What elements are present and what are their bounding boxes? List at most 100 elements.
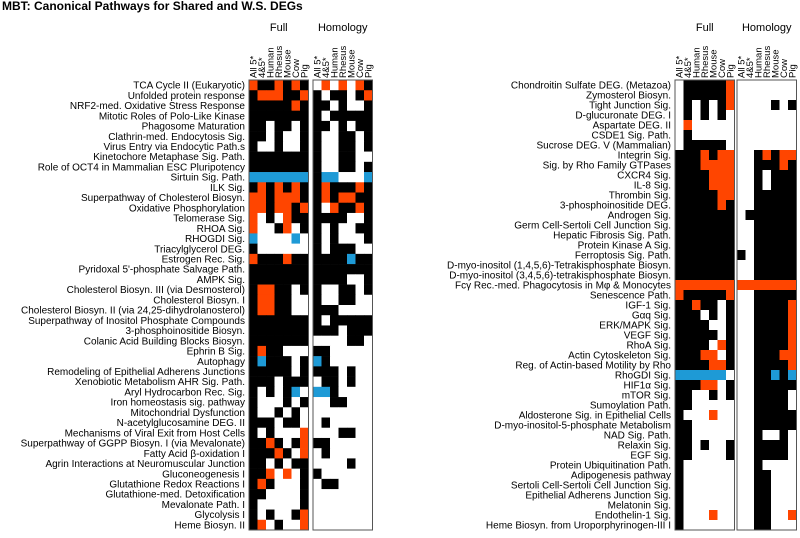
heatmap-cell xyxy=(709,230,718,241)
heatmap-cell xyxy=(683,290,693,301)
heatmap-cell xyxy=(338,325,348,336)
heatmap-cell xyxy=(737,290,746,301)
heatmap-cell xyxy=(779,460,789,471)
heatmap-cell xyxy=(726,90,735,101)
heatmap-cell xyxy=(274,509,284,521)
heatmap-cell xyxy=(364,141,373,152)
heatmap-cell xyxy=(737,400,746,411)
heatmap-cell xyxy=(266,202,275,214)
heatmap-cell xyxy=(771,340,780,351)
heatmap-cell xyxy=(291,243,301,255)
heatmap-cell xyxy=(700,510,710,521)
heatmap-cell xyxy=(347,448,356,459)
heatmap-cell xyxy=(347,212,356,224)
heatmap-cell xyxy=(364,478,373,490)
heatmap-cell xyxy=(745,190,755,201)
heatmap-cell xyxy=(291,274,301,285)
heatmap-cell xyxy=(313,325,322,336)
heatmap-cell xyxy=(788,460,797,471)
heatmap-cell xyxy=(355,141,365,152)
heatmap-cell xyxy=(779,290,789,301)
column-label: Mouse xyxy=(770,49,781,78)
heatmap-cell xyxy=(330,253,339,265)
heatmap-cell xyxy=(779,240,789,251)
heatmap-cell xyxy=(692,410,701,421)
heatmap-cell xyxy=(347,161,356,173)
heatmap-cell xyxy=(338,489,348,500)
heatmap-cell xyxy=(737,420,746,431)
heatmap-cell xyxy=(330,141,339,152)
heatmap-cell xyxy=(692,120,701,131)
heatmap-cell xyxy=(330,489,339,500)
heatmap-cell xyxy=(321,448,331,459)
heatmap-cell xyxy=(330,223,339,234)
heatmap-cell xyxy=(313,223,322,234)
heatmap-cell xyxy=(291,161,301,173)
heatmap-cell xyxy=(700,180,710,191)
heatmap-cell xyxy=(274,356,284,367)
heatmap-cell xyxy=(788,380,797,391)
heatmap-cell xyxy=(692,300,701,311)
heatmap-cell xyxy=(726,190,735,201)
heatmap-cell xyxy=(338,376,348,388)
heatmap-cell xyxy=(364,182,373,193)
row-label: Pyridoxal 5'-phosphate Salvage Path. xyxy=(79,265,245,276)
heatmap-cell xyxy=(788,510,797,521)
heatmap-cell xyxy=(257,202,267,214)
heatmap-cell xyxy=(737,390,746,401)
heatmap-cell xyxy=(737,270,746,281)
row-label: HIF1α Sig. xyxy=(624,381,671,392)
heatmap-cell xyxy=(788,210,797,221)
heatmap-cell xyxy=(745,280,755,291)
heatmap-cell xyxy=(249,386,258,398)
column-label: Mouse xyxy=(346,49,357,78)
heatmap-cell xyxy=(675,520,684,531)
heatmap-cell xyxy=(355,223,365,234)
heatmap-cell xyxy=(717,420,727,431)
heatmap-cell xyxy=(717,310,727,321)
heatmap-cell xyxy=(788,80,797,91)
heatmap-cell xyxy=(779,470,789,481)
heatmap-cell xyxy=(355,294,365,306)
heatmap-cell xyxy=(692,340,701,351)
heatmap-cell xyxy=(692,480,701,491)
row-label: Clathrin-med. Endocytosis Sig. xyxy=(108,132,245,143)
heatmap-cell xyxy=(675,400,684,411)
heatmap-cell xyxy=(249,80,258,91)
heatmap-cell xyxy=(274,80,284,91)
heatmap-cell xyxy=(257,80,267,91)
heatmap-cell xyxy=(364,80,373,91)
heatmap-cell xyxy=(364,376,373,388)
row-label: Integrin Sig. xyxy=(618,151,671,162)
heatmap-cell xyxy=(726,270,735,281)
heatmap-cell xyxy=(266,161,275,173)
row-label: Fatty Acid β-oxidation I xyxy=(144,449,245,460)
heatmap-cell xyxy=(692,220,701,231)
heatmap-cell xyxy=(745,410,755,421)
heatmap-cell xyxy=(257,294,267,306)
heatmap-cell xyxy=(717,350,727,361)
heatmap-cell xyxy=(737,150,746,161)
heatmap-cell xyxy=(692,520,701,531)
heatmap-cell xyxy=(283,397,292,408)
heatmap-cell xyxy=(717,220,727,231)
heatmap-cell xyxy=(700,460,710,471)
heatmap-cell xyxy=(347,397,356,408)
heatmap-cell xyxy=(266,345,275,357)
heatmap-cell xyxy=(313,448,322,459)
heatmap-cell xyxy=(347,202,356,214)
heatmap-cell xyxy=(709,260,718,271)
heatmap-cell xyxy=(675,450,684,461)
heatmap-cell xyxy=(762,400,772,411)
heatmap-cell xyxy=(283,305,292,316)
heatmap-cell xyxy=(283,325,292,336)
heatmap-cell xyxy=(737,320,746,331)
heatmap-cell xyxy=(274,253,284,265)
heatmap-cell xyxy=(692,310,701,321)
heatmap-cell xyxy=(257,458,267,469)
heatmap-cell xyxy=(249,356,258,367)
heatmap-cell xyxy=(313,172,322,183)
heatmap-cell xyxy=(771,350,780,361)
heatmap-cell xyxy=(771,180,780,191)
